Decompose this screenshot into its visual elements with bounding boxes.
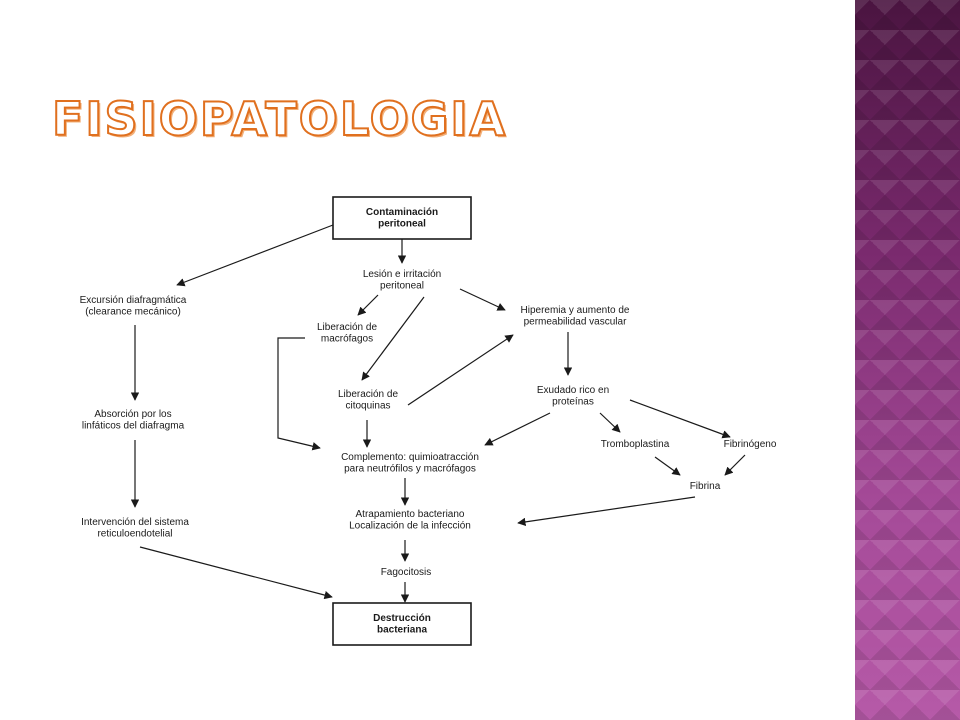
edge-exudado-complemento <box>484 412 551 446</box>
node-fagocitosis: Fagocitosis <box>381 567 432 578</box>
edge-citoquinas-hiperemia <box>407 334 514 406</box>
contamination-box <box>332 196 472 240</box>
node-line: Fibrinógeno <box>724 439 777 450</box>
node-fibrinogeno: Fibrinógeno <box>724 439 777 450</box>
node-line: Excursión diafragmática <box>80 295 187 306</box>
node-line: proteínas <box>552 397 594 408</box>
node-line: peritoneal <box>378 219 426 230</box>
node-line: Atrapamiento bacteriano <box>356 509 465 520</box>
node-line: Complemento: quimioatracción <box>341 452 479 463</box>
node-line: peritoneal <box>380 281 424 292</box>
node-excursion: Excursión diafragmática(clearance mecáni… <box>80 295 187 318</box>
node-line: Tromboplastina <box>601 439 670 450</box>
edge-lesion-citoquinas <box>361 296 425 381</box>
edge-lesion-hiperemia <box>459 288 506 311</box>
node-line: Absorción por los <box>94 409 171 420</box>
node-tromboplastina: Tromboplastina <box>601 439 670 450</box>
edge-macrofagos-complemento <box>277 337 321 451</box>
node-line: Contaminación <box>366 207 438 218</box>
node-line: Destrucción <box>373 613 431 624</box>
node-line: para neutrófilos y macrófagos <box>344 464 476 475</box>
node-fibrina: Fibrina <box>690 481 721 492</box>
slide-title: FISIOPATOLOGIA <box>51 91 508 147</box>
node-line: macrófagos <box>321 334 373 345</box>
node-line: linfáticos del diafragma <box>82 421 185 432</box>
node-line: citoquinas <box>345 401 390 412</box>
node-line: Liberación de <box>317 322 377 333</box>
destruction-box <box>332 602 472 646</box>
node-line: Fibrina <box>690 481 721 492</box>
edge-fibrinogeno-fibrina <box>724 454 746 476</box>
edge-fibrina-atrapamiento <box>517 496 696 527</box>
edge-exudado-fibrinogeno <box>629 399 731 439</box>
node-line: permeabilidad vascular <box>524 317 628 328</box>
flowchart-edges <box>130 224 746 603</box>
node-line: Localización de la infección <box>349 521 471 532</box>
node-line: (clearance mecánico) <box>85 307 181 318</box>
node-line: Lesión e irritación <box>363 269 441 280</box>
node-line: Exudado rico en <box>537 385 609 396</box>
edge-lesion-macrofagos <box>357 294 379 316</box>
edge-contaminacion-excursion <box>176 224 334 287</box>
decorative-side-band <box>855 0 960 720</box>
node-line: reticuloendotelial <box>97 529 172 540</box>
node-line: Liberación de <box>338 389 398 400</box>
node-line: Intervención del sistema <box>81 517 189 528</box>
edge-intervencion-destruccion <box>139 546 333 600</box>
edge-exudado-tromboplastina <box>599 412 621 433</box>
node-line: bacteriana <box>377 625 427 636</box>
edge-tromboplastina-fibrina <box>654 456 681 476</box>
node-line: Fagocitosis <box>381 567 432 578</box>
node-line: Hiperemia y aumento de <box>521 305 630 316</box>
